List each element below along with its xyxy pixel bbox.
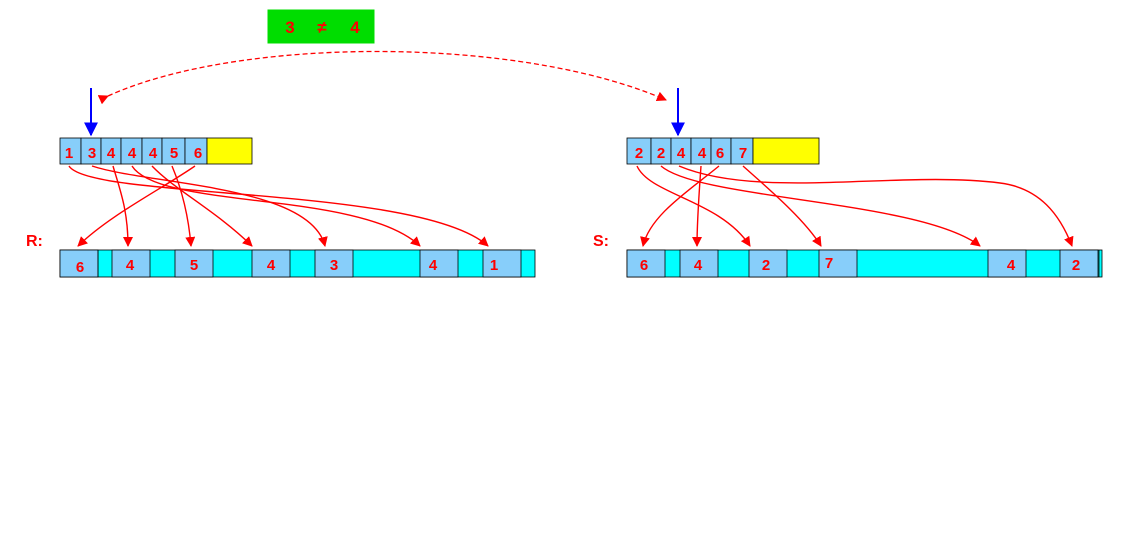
r-data-cell: 6: [76, 259, 84, 276]
s-data-cell: 4: [694, 257, 703, 274]
r-pointer-arrow: [91, 165, 328, 247]
s-data-cell: 7: [825, 255, 833, 272]
s-index-cell: 2: [635, 145, 643, 162]
compare-right-value: 4: [350, 18, 360, 37]
r-pointer-arrow: [151, 165, 253, 247]
r-pointer-arrow: [68, 165, 489, 247]
r-data-cell: 4: [267, 257, 276, 274]
s-empty-slot: [752, 137, 820, 165]
relation-s-label: S:: [593, 233, 609, 250]
r-index-cell: 4: [107, 145, 116, 162]
relation-r-label: R:: [26, 233, 43, 250]
r-pointer-arrow: [131, 165, 421, 247]
r-pointer-arrow: [77, 165, 196, 247]
r-data-cell: 1: [490, 257, 498, 274]
s-data-cell: 6: [640, 257, 648, 274]
s-index-cell: 4: [698, 145, 707, 162]
r-index-cell: 4: [149, 145, 158, 162]
s-pointer-arrow: [636, 165, 751, 247]
r-pointer-arrow: [171, 165, 196, 247]
s-index-cell: 4: [677, 145, 686, 162]
s-pointer-arrow: [660, 165, 981, 247]
r-table: 6 4 5 4 3 4 1: [59, 249, 536, 278]
r-data-cell: 4: [126, 257, 135, 274]
compare-dashed-arrow: [97, 50, 667, 105]
r-pointer-arrow: [112, 165, 133, 247]
s-pointer-arrows: [636, 165, 1074, 247]
r-index-cell: 4: [128, 145, 137, 162]
r-index-cell: 5: [170, 145, 178, 162]
r-pointer-arrows: [68, 165, 489, 247]
r-index-cell: 6: [194, 145, 202, 162]
s-data-cell: 4: [1007, 257, 1016, 274]
r-index-cell: 3: [88, 145, 96, 162]
s-index-cell: 7: [739, 145, 747, 162]
not-equal-symbol: ≠: [317, 18, 327, 37]
s-data-cell: 2: [762, 257, 770, 274]
r-data-cell: 4: [429, 257, 438, 274]
s-pointer-arrow: [640, 165, 720, 247]
r-data-cell: 5: [190, 257, 198, 274]
s-index-cell: 2: [657, 145, 665, 162]
s-table: 6 4 2 7 4 2: [626, 249, 1103, 278]
r-index-cell: 1: [65, 145, 73, 162]
compare-left-value: 3: [285, 18, 294, 37]
s-index-cell: 6: [716, 145, 724, 162]
s-pointer-arrow: [692, 165, 703, 247]
s-pointer-arrow: [678, 165, 1074, 247]
r-empty-slot: [206, 137, 253, 165]
r-data-cell: 3: [330, 257, 338, 274]
r-index-array: 1 3 4 4 4 5 6: [59, 137, 253, 165]
comparison-box: 3 ≠ 4: [267, 9, 375, 44]
s-pointer-arrow: [742, 165, 822, 247]
s-data-cell: 2: [1072, 257, 1080, 274]
s-index-array: 2 2 4 4 6 7: [626, 137, 820, 165]
